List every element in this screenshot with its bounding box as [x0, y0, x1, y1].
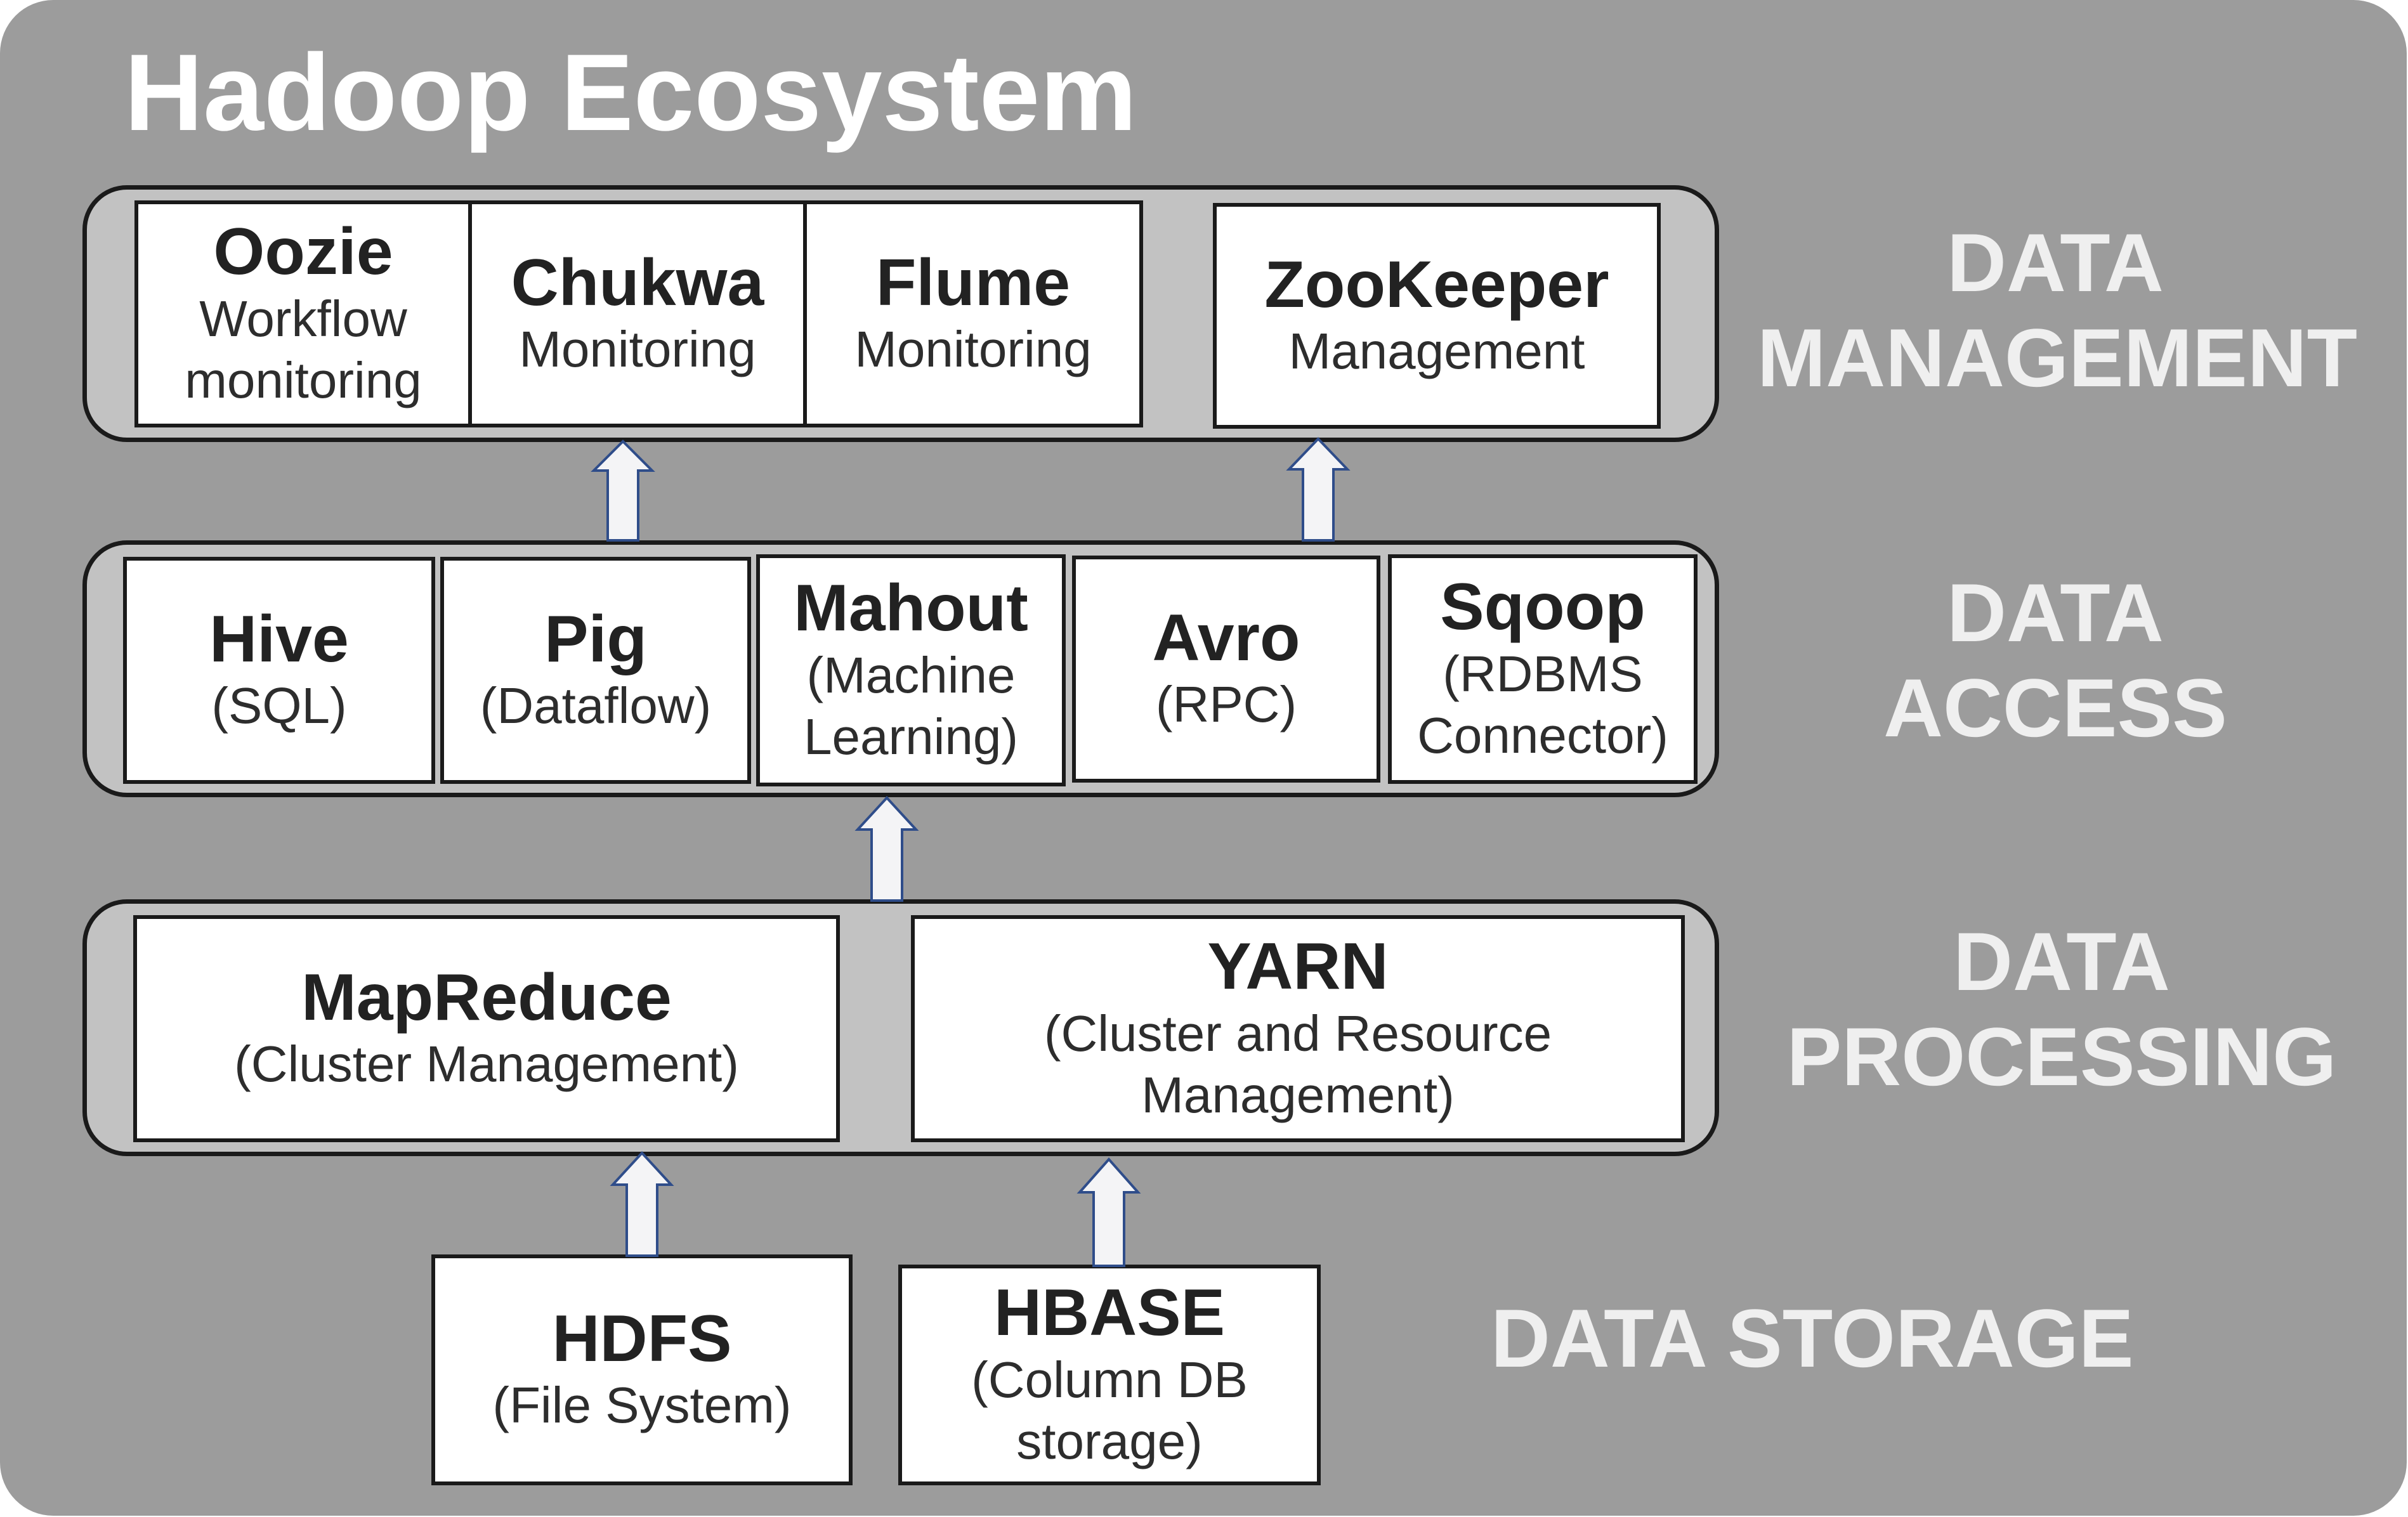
box-hive: Hive (SQL) [123, 557, 435, 784]
arrow-hdfs-to-mapreduce [610, 1151, 674, 1257]
flume-name: Flume [875, 246, 1071, 320]
box-hdfs: HDFS (File System) [431, 1254, 853, 1485]
box-hbase: HBASE (Column DB storage) [898, 1265, 1321, 1485]
box-flume: Flume Monitoring [803, 200, 1143, 427]
yarn-name: YARN [1207, 930, 1389, 1004]
sqoop-desc: (RDBMS Connector) [1417, 645, 1668, 764]
box-oozie: Oozie Workflow monitoring [134, 200, 472, 427]
box-mahout: Mahout (Machine Learning) [756, 554, 1066, 786]
arrow-hbase-to-yarn [1076, 1157, 1141, 1267]
arrow-processing-to-mahout [854, 796, 919, 902]
hbase-name: HBASE [993, 1276, 1226, 1350]
oozie-desc: Workflow monitoring [185, 290, 422, 409]
sqoop-name: Sqoop [1440, 570, 1646, 644]
layer-label-access: DATA ACCESS [1883, 566, 2227, 754]
zookeeper-name: ZooKeeper [1264, 248, 1609, 322]
hive-name: Hive [209, 602, 349, 677]
mahout-name: Mahout [794, 571, 1028, 646]
hdfs-name: HDFS [552, 1302, 732, 1376]
hbase-desc: (Column DB storage) [971, 1351, 1248, 1470]
layer-label-management: DATA MANAGEMENT [1757, 216, 2358, 404]
box-yarn: YARN (Cluster and Resource Management) [911, 915, 1685, 1142]
layer-label-storage: DATA STORAGE [1491, 1292, 2134, 1384]
box-zookeeper: ZooKeeper Management [1213, 203, 1661, 429]
mapreduce-desc: (Cluster Management) [234, 1036, 739, 1093]
yarn-desc: (Cluster and Resource Management) [1044, 1005, 1552, 1124]
avro-desc: (RPC) [1155, 676, 1297, 733]
zookeeper-desc: Management [1288, 323, 1585, 380]
chukwa-desc: Monitoring [519, 321, 756, 378]
arrow-access-to-zookeeper [1286, 437, 1351, 542]
hive-desc: (SQL) [211, 677, 347, 734]
diagram-title: Hadoop Ecosystem [124, 32, 1137, 153]
box-sqoop: Sqoop (RDBMS Connector) [1388, 554, 1698, 784]
pig-name: Pig [544, 602, 647, 677]
box-chukwa: Chukwa Monitoring [468, 200, 807, 427]
chukwa-name: Chukwa [511, 246, 764, 320]
pig-desc: (Dataflow) [480, 677, 712, 734]
arrow-access-to-chukwa [591, 439, 655, 542]
layer-label-processing: DATA PROCESSING [1786, 915, 2337, 1103]
avro-name: Avro [1152, 601, 1300, 675]
hdfs-desc: (File System) [492, 1377, 792, 1434]
box-mapreduce: MapReduce (Cluster Management) [133, 915, 840, 1142]
mahout-desc: (Machine Learning) [803, 646, 1018, 765]
box-avro: Avro (RPC) [1072, 556, 1380, 783]
flume-desc: Monitoring [854, 321, 1092, 378]
mapreduce-name: MapReduce [301, 961, 672, 1035]
box-pig: Pig (Dataflow) [440, 557, 751, 784]
oozie-name: Oozie [213, 215, 393, 289]
